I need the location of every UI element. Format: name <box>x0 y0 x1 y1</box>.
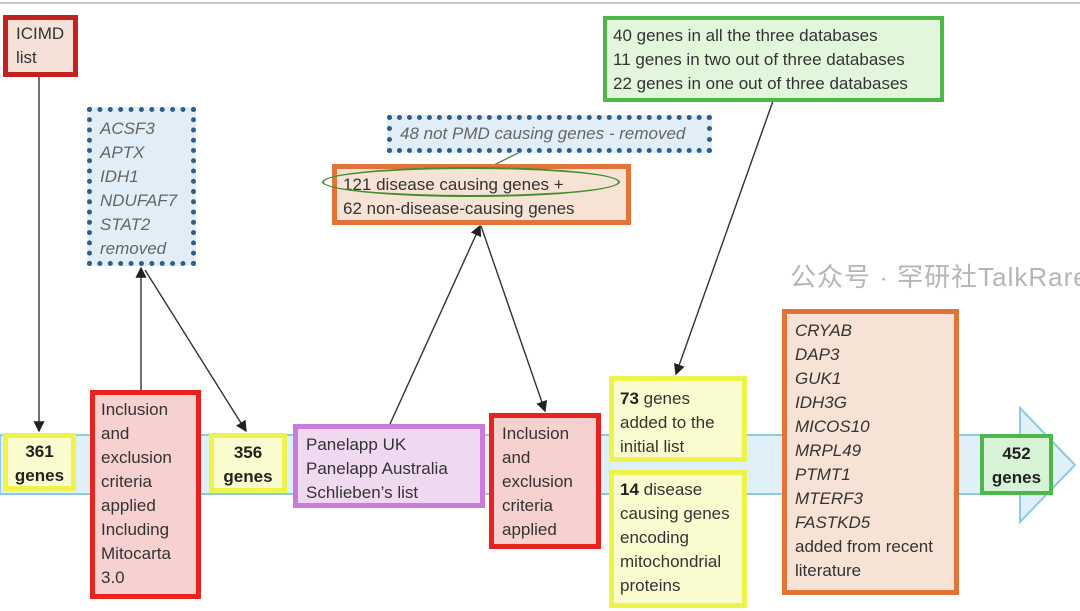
criteria-line: criteria <box>101 472 153 491</box>
criteria-line: Including <box>101 520 170 539</box>
count: 361 <box>25 442 54 461</box>
unit: genes <box>14 466 65 485</box>
highlight-ellipse <box>322 167 620 197</box>
gene: APTX <box>100 143 145 162</box>
icimd-list-box: ICIMD list <box>3 15 78 77</box>
arrow-disease-to-criteria2 <box>480 225 548 413</box>
databases-box: 40 genes in all the three databases 11 g… <box>603 16 944 102</box>
added-14-box: 14 disease causing genes encoding mitoch… <box>609 470 747 608</box>
criteria-line: and <box>101 424 130 443</box>
criteria-line: 3.0 <box>101 568 125 587</box>
gene: STAT2 <box>100 215 151 234</box>
text: genes <box>638 389 690 408</box>
gene: IDH1 <box>100 167 139 186</box>
text: added to the <box>620 413 715 432</box>
gene: NDUFAF7 <box>100 191 178 210</box>
criteria-line: Inclusion <box>502 424 570 443</box>
gene: DAP3 <box>795 345 840 364</box>
count: 452 <box>1002 444 1031 463</box>
criteria-line: applied <box>502 520 557 539</box>
not-pmd-box: 48 not PMD causing genes - removed <box>387 115 712 153</box>
database-line: 11 genes in two out of three databases <box>613 50 905 69</box>
unit: genes <box>991 468 1042 487</box>
watermark: 公众号 · 罕研社TalkRare <box>790 262 1080 292</box>
added-73-box: 73 genes added to the initial list <box>609 376 747 462</box>
source-line: Panelapp UK <box>306 435 407 454</box>
criteria-line: Inclusion <box>101 400 169 419</box>
arrow-databases-to-73 <box>674 100 774 376</box>
gene: CRYAB <box>795 321 853 340</box>
text: proteins <box>620 576 681 595</box>
genes-361-box: 361 genes <box>3 433 76 491</box>
disease-line: 62 non-disease-causing genes <box>343 199 575 218</box>
source-line: Panelapp Australia <box>306 459 448 478</box>
icimd-line: ICIMD <box>16 24 65 43</box>
gene: ACSF3 <box>100 119 155 138</box>
unit: genes <box>223 467 273 486</box>
criteria-line: criteria <box>502 496 554 515</box>
genes-356-box: 356 genes <box>209 433 287 493</box>
gene: PTMT1 <box>795 465 851 484</box>
not-pmd-text: 48 not PMD causing genes - removed <box>400 124 686 143</box>
criteria-line: and <box>502 448 531 467</box>
criteria-box-2: Inclusion and exclusion criteria applied <box>489 413 601 549</box>
database-line: 22 genes in one out of three databases <box>613 74 908 93</box>
gene: MTERF3 <box>795 489 863 508</box>
criteria-line: exclusion <box>502 472 573 491</box>
icimd-line: list <box>16 48 37 67</box>
count: 356 <box>233 443 263 462</box>
gene: FASTKD5 <box>795 513 871 532</box>
source-line: Schlieben’s list <box>306 483 419 502</box>
literature-box: CRYAB DAP3 GUK1 IDH3G MICOS10 MRPL49 PTM… <box>782 309 959 595</box>
removed-genes-box: ACSF3 APTX IDH1 NDUFAF7 STAT2 removed <box>87 107 196 266</box>
gene: MRPL49 <box>795 441 862 460</box>
top-rule <box>0 2 1080 4</box>
criteria-box-1: Inclusion and exclusion criteria applied… <box>90 390 201 599</box>
panelapp-box: Panelapp UK Panelapp Australia Schlieben… <box>293 424 485 508</box>
gene: GUK1 <box>795 369 842 388</box>
text: initial list <box>620 437 685 456</box>
arrow-removed-to-356 <box>144 269 247 433</box>
database-line: 40 genes in all the three databases <box>613 26 878 45</box>
literature-note: added from recent <box>795 537 933 556</box>
criteria-line: applied <box>101 496 156 515</box>
text: mitochondrial <box>620 552 722 571</box>
arrow-panelapp-to-disease <box>389 224 482 425</box>
text: disease <box>638 480 703 499</box>
gene: IDH3G <box>795 393 847 412</box>
gene: MICOS10 <box>795 417 870 436</box>
count: 73 <box>620 389 639 408</box>
text: causing genes <box>620 504 730 523</box>
count: 14 <box>620 480 639 499</box>
removed-label: removed <box>100 239 167 258</box>
criteria-line: exclusion <box>101 448 172 467</box>
literature-note: literature <box>795 561 862 580</box>
criteria-line: Mitocarta <box>101 544 171 563</box>
genes-452-box: 452 genes <box>980 434 1053 495</box>
text: encoding <box>620 528 690 547</box>
